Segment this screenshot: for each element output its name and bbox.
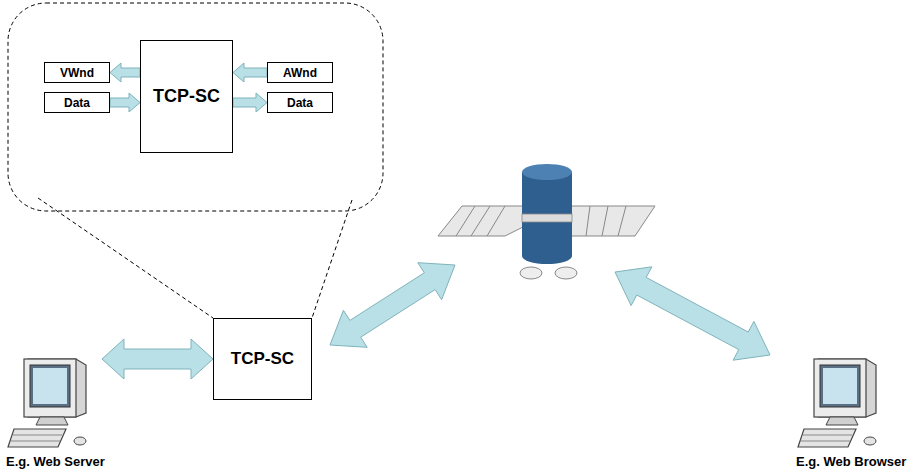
computer-node: E.g. Web Browser	[796, 355, 920, 469]
computer-icon	[796, 355, 888, 451]
host-label: E.g. Web Browser	[796, 454, 906, 469]
flow-arrow	[102, 339, 213, 379]
flow-arrow	[110, 63, 140, 82]
signal-box: Data	[44, 92, 110, 113]
box-label: TCP-SC	[231, 349, 294, 369]
process-box: TCP-SC	[213, 318, 312, 400]
link-arrow	[615, 267, 770, 360]
flow-arrow	[233, 93, 267, 112]
signal-box: Data	[267, 92, 333, 113]
box-label: VWnd	[60, 66, 94, 80]
link-arrow	[330, 263, 455, 348]
flow-arrow	[233, 63, 267, 82]
box-label: Data	[287, 96, 313, 110]
box-label: AWnd	[283, 66, 317, 80]
box-label: TCP-SC	[153, 86, 220, 107]
computer-icon	[6, 355, 98, 451]
computer-node: E.g. Web Server	[6, 355, 114, 469]
signal-box: AWnd	[267, 62, 333, 83]
callout-outline	[8, 3, 383, 211]
callout-leader	[38, 198, 213, 318]
flow-arrow	[110, 93, 140, 112]
host-label: E.g. Web Server	[6, 454, 105, 469]
process-box: TCP-SC	[140, 40, 233, 153]
callout-leader	[312, 200, 352, 318]
satellite-icon	[438, 164, 655, 279]
box-label: Data	[64, 96, 90, 110]
signal-box: VWnd	[44, 62, 110, 83]
